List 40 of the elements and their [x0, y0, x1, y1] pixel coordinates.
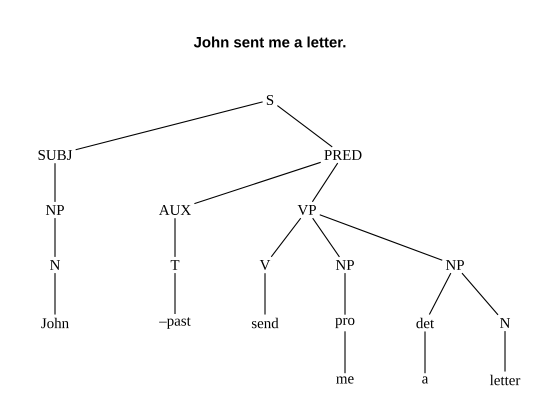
- tree-label: –past: [159, 317, 191, 329]
- tree-label: letter: [490, 374, 520, 386]
- branch-line: [462, 272, 498, 316]
- tree-label: NP: [46, 205, 64, 215]
- branch-line: [312, 162, 338, 202]
- tree-label: pro: [335, 318, 354, 328]
- branch-line: [54, 163, 56, 202]
- branch-line: [312, 218, 340, 258]
- branch-line: [344, 331, 346, 374]
- tree-label: det: [416, 318, 434, 328]
- tree-label: PRED: [324, 150, 362, 160]
- branch-line: [270, 218, 302, 258]
- tree-label: John: [41, 318, 69, 328]
- tree-label: me: [336, 376, 354, 384]
- tree-label: T: [170, 260, 180, 270]
- branch-line: [54, 273, 56, 315]
- tree-label: SUBJ: [38, 150, 72, 160]
- tree-label: a: [422, 376, 428, 384]
- title: John sent me a letter.: [194, 36, 346, 48]
- tree-label: N: [50, 260, 60, 270]
- branch-line: [174, 218, 176, 257]
- tree-label: N: [500, 318, 510, 328]
- branch-line: [344, 273, 346, 315]
- branch-line: [277, 105, 333, 148]
- branch-line: [504, 331, 506, 372]
- branch-line: [76, 101, 263, 150]
- branch-line: [320, 214, 442, 261]
- tree-label: VP: [298, 205, 316, 215]
- tree-label: AUX: [158, 205, 191, 215]
- branch-line: [264, 273, 266, 315]
- branch-line: [194, 162, 321, 204]
- tree-label: send: [252, 318, 278, 328]
- branch-line: [174, 273, 176, 314]
- tree-label: NP: [446, 260, 464, 270]
- branch-line: [54, 218, 56, 257]
- branch-line: [428, 272, 452, 315]
- branch-line: [424, 331, 426, 374]
- tree-label: NP: [336, 260, 354, 270]
- tree-label: S: [266, 94, 274, 105]
- tree-label: V: [260, 260, 270, 270]
